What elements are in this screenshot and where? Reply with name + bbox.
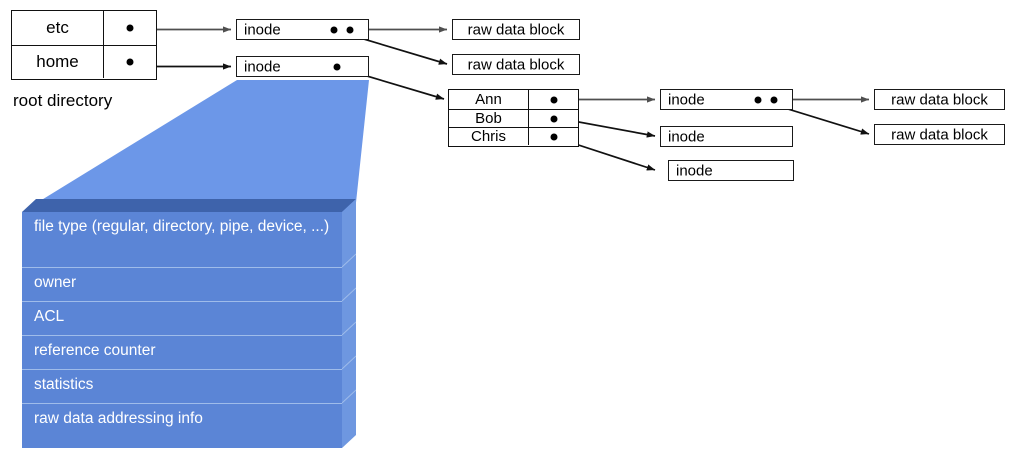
home-entry-name-2: Chris [449,128,529,145]
inode-label: inode [668,91,705,108]
inode-label: inode [244,58,281,75]
table-row[interactable]: Bob [449,109,578,127]
pointer-dot-icon [126,58,134,66]
stack-right-face [342,199,356,448]
pointer-dot-icon [330,26,338,33]
raw-data-block-4[interactable]: raw data block [874,124,1005,145]
pointer-dot-icon [770,96,778,103]
stack-row-label: ACL [34,308,65,325]
pointer-dot-icon [333,63,341,70]
home-entry-name-1: Bob [449,110,529,127]
raw-data-block-label: raw data block [891,91,988,108]
inode-label: inode [676,162,713,179]
stack-top-face [22,199,356,212]
home-entry-name-0: Ann [449,90,529,109]
raw-data-block-2[interactable]: raw data block [452,54,580,75]
raw-data-block-label: raw data block [467,56,565,73]
stack-side-divider [341,253,356,268]
table-row[interactable]: Ann [449,90,578,109]
table-row[interactable]: etc [12,11,156,45]
root-directory-table: etc home [11,10,157,80]
inode-box-etc[interactable]: inode [236,19,369,40]
pointer-dot-icon [754,96,762,103]
pointer-dot-icon [126,24,134,32]
stack-row-acl[interactable]: ACL [22,301,342,335]
inode-box-home[interactable]: inode [236,56,369,77]
stack-side-divider [341,321,356,336]
stack-row-statistics[interactable]: statistics [22,369,342,403]
raw-data-block-3[interactable]: raw data block [874,89,1005,110]
inode-detail-stack: file type (regular, directory, pipe, dev… [22,199,356,449]
stack-row-file-type[interactable]: file type (regular, directory, pipe, dev… [22,212,342,267]
root-entry-pointer-1[interactable] [104,46,156,78]
pointer-dot-icon [550,96,557,103]
inode-box-ann[interactable]: inode [660,89,793,110]
root-entry-name-1: home [12,46,104,78]
pointer-dot-icon [550,133,557,140]
home-directory-table: Ann Bob Chris [448,89,579,147]
stack-row-owner[interactable]: owner [22,267,342,301]
stack-row-label: reference counter [34,342,156,359]
stack-row-label: raw data addressing info [34,410,203,427]
home-entry-pointer-1[interactable] [529,110,578,127]
inode-box-bob[interactable]: inode [660,126,793,147]
stack-row-raw-data-addressing[interactable]: raw data addressing info [22,403,342,448]
raw-data-block-1[interactable]: raw data block [452,19,580,40]
pointer-dot-icon [550,115,557,122]
stack-row-label: owner [34,274,77,291]
stack-row-label: statistics [34,376,94,393]
stack-3d-shading [22,199,356,448]
perspective-funnel [22,80,369,212]
pointer-dot-icon [346,26,354,33]
table-row[interactable]: home [12,45,156,78]
stack-side-divider [341,287,356,302]
root-entry-pointer-0[interactable] [104,11,156,45]
stack-side-divider [341,389,356,404]
inode-label: inode [244,21,281,38]
inode-box-chris[interactable]: inode [668,160,794,181]
raw-data-block-label: raw data block [467,21,565,38]
root-entry-name-0: etc [12,11,104,45]
home-entry-pointer-2[interactable] [529,128,578,145]
raw-data-block-label: raw data block [891,126,988,143]
home-entry-pointer-0[interactable] [529,90,578,109]
root-directory-caption: root directory [13,91,113,110]
stack-side-divider [341,355,356,370]
table-row[interactable]: Chris [449,127,578,145]
stack-row-reference-counter[interactable]: reference counter [22,335,342,369]
stack-row-label: file type (regular, directory, pipe, dev… [34,218,330,235]
inode-label: inode [668,128,705,145]
